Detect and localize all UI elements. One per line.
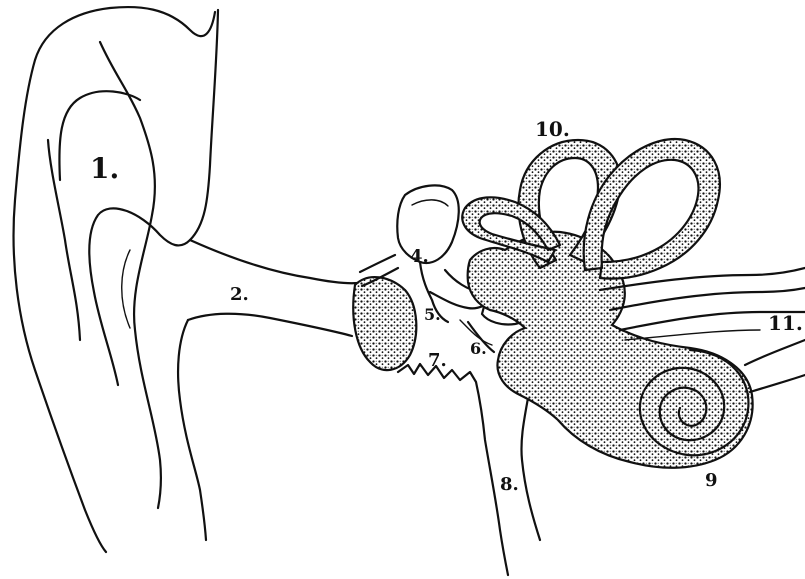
label-5: 5. [424, 305, 441, 324]
label-6: 6. [470, 339, 487, 358]
label-9: 9 [705, 470, 718, 491]
ear-canal [178, 240, 358, 540]
label-8: 8. [500, 474, 519, 495]
label-7: 7. [428, 350, 447, 371]
label-10: 10. [535, 117, 570, 141]
label-4: 4. [410, 246, 429, 267]
label-11: 11. [768, 311, 803, 335]
label-2: 2. [230, 284, 249, 305]
eardrum [353, 277, 416, 370]
pinna-outline [14, 7, 218, 552]
label-1: 1. [90, 152, 119, 185]
